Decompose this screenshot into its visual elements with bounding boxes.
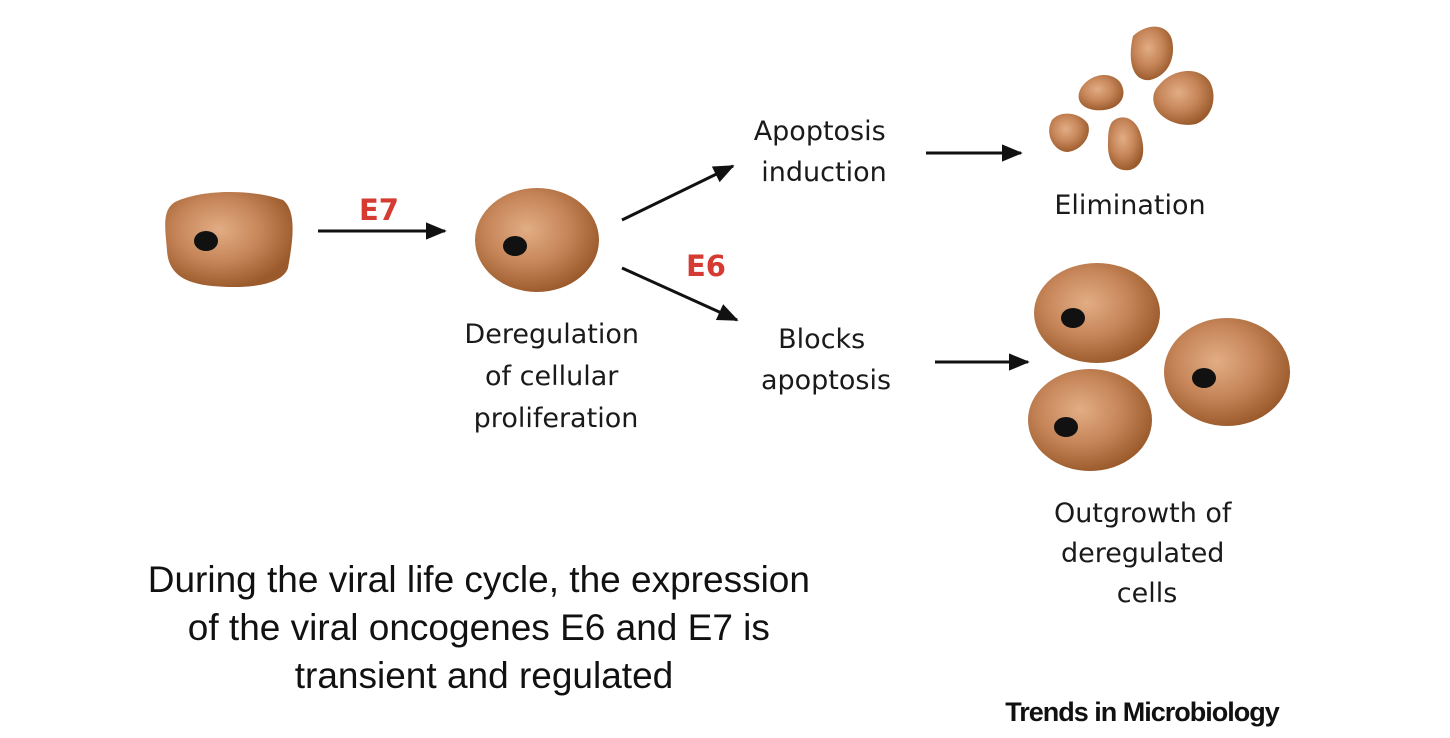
nucleus-icon: [1054, 417, 1078, 437]
nucleus-icon: [503, 236, 527, 256]
outgrowth-cell-2: [1164, 318, 1290, 426]
normal-cell: [165, 192, 293, 288]
e7-label: E7: [359, 193, 399, 227]
outgrowth-label: Outgrowth of deregulated cells: [1054, 498, 1240, 609]
apoptotic-fragments: [1049, 26, 1214, 171]
outgrowth-cell-3: [1028, 369, 1152, 471]
elimination-label: Elimination: [1054, 190, 1205, 221]
nucleus-icon: [1192, 368, 1216, 388]
nucleus-icon: [1061, 308, 1085, 328]
apoptosis-induction-label: Apoptosis induction: [754, 116, 895, 188]
apoptosis-induction-arrow: [621, 164, 735, 222]
deregulation-label: Deregulation of cellular proliferation: [464, 319, 647, 434]
nucleus-icon: [194, 231, 218, 251]
deregulated-cell: [475, 188, 599, 292]
caption: During the viral life cycle, the express…: [148, 559, 820, 696]
blocks-apoptosis-arrow: [621, 266, 739, 322]
outgrowth-cell-1: [1034, 263, 1160, 363]
journal-brand: Trends in Microbiology: [1005, 697, 1280, 727]
blocks-apoptosis-label: Blocks apoptosis: [761, 324, 891, 396]
e6-label: E6: [686, 249, 726, 283]
